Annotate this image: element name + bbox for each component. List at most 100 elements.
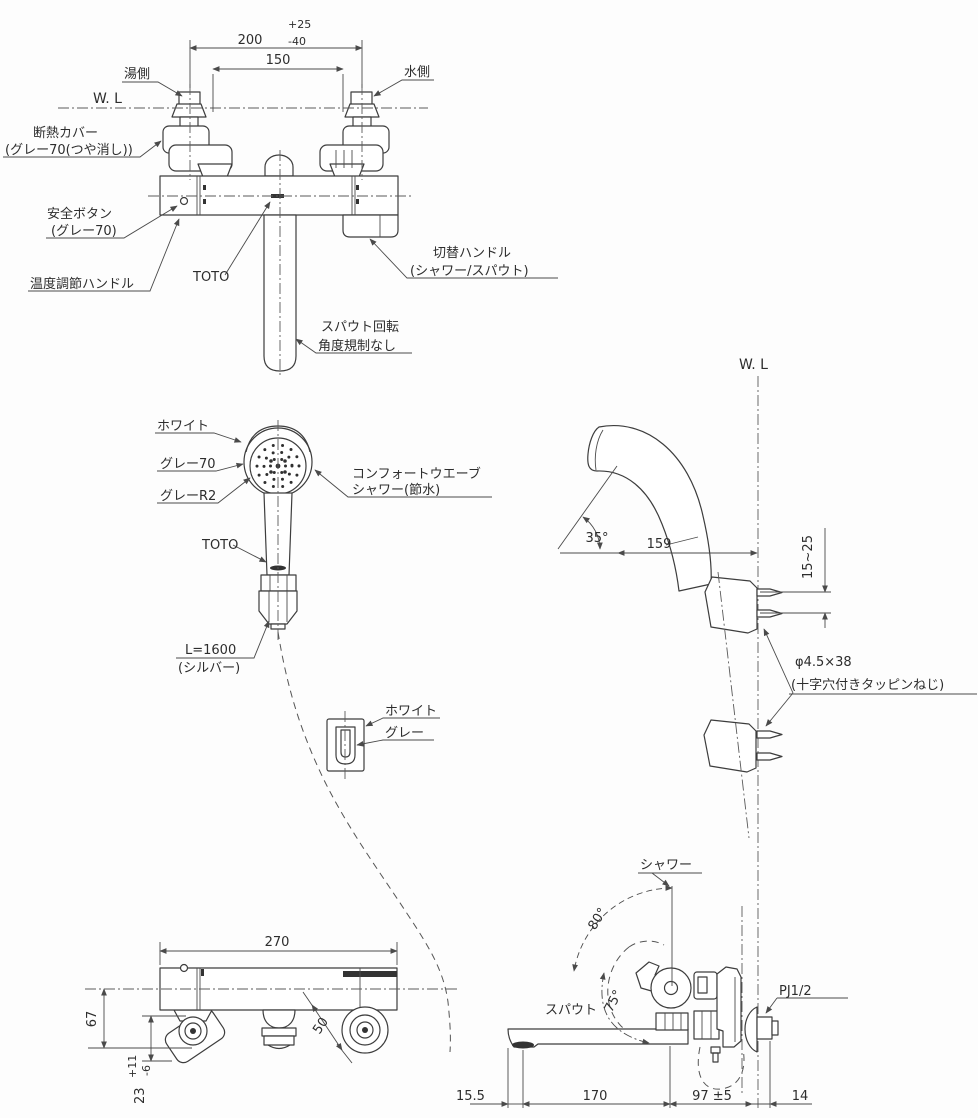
svg-text:80°: 80°: [586, 905, 611, 932]
svg-text:湯側: 湯側: [124, 67, 150, 82]
label-safety-button: 安全ボタン (グレー70): [46, 205, 178, 239]
dim-spout: 170: [583, 1089, 608, 1104]
svg-text:67: 67: [85, 1011, 100, 1028]
label-hanger-gray: グレー: [356, 726, 434, 747]
dim-depth-67: 67: [85, 988, 192, 1049]
svg-text:角度規制なし: 角度規制なし: [318, 338, 396, 354]
safety-button-top: [179, 963, 189, 973]
label-temp-handle: 温度調節ハンドル: [28, 218, 180, 292]
dim-angle-80: 80°: [572, 885, 673, 972]
svg-text:270: 270: [265, 935, 290, 950]
svg-text:23: 23: [133, 1087, 148, 1104]
svg-text:φ4.5×38: φ4.5×38: [795, 655, 852, 670]
svg-text:PJ1/2: PJ1/2: [779, 984, 812, 999]
safety-button: [179, 196, 189, 206]
dim-body-pitch-150: 150: [212, 53, 344, 112]
svg-text:グレー: グレー: [385, 726, 424, 741]
faucet-front-view: 200 +25 -40 150 W. L 湯側 水側 断熱カバー (グレー70(…: [3, 18, 558, 376]
label-head-gray70: グレー70: [157, 457, 244, 472]
label-shower-position: シャワー: [638, 858, 702, 887]
label-switch-handle: 切替ハンドル (シャワー/スパウト): [369, 238, 558, 279]
svg-text:断熱カバー: 断熱カバー: [33, 126, 98, 141]
hot-supply-bolt: [178, 91, 201, 106]
label-brand-front: TOTO: [192, 201, 271, 285]
svg-text:159: 159: [647, 537, 672, 552]
wall-elbow-upper: [704, 576, 758, 634]
spray-holes-inner: [269, 457, 287, 475]
svg-text:50: 50: [310, 1015, 332, 1037]
svg-text:グレーR2: グレーR2: [160, 489, 216, 504]
dim-pitch-200: 200 +25 -40: [189, 18, 363, 88]
svg-text:+11: +11: [126, 1055, 139, 1078]
svg-text:15~25: 15~25: [801, 535, 816, 579]
pivot: [650, 967, 692, 1009]
dim-pitch-tol-minus: -40: [288, 35, 306, 48]
shower-head-side: [587, 425, 712, 592]
svg-text:75°: 75°: [602, 988, 626, 1015]
svg-text:水側: 水側: [404, 65, 430, 80]
dim-pitch-value: 200: [238, 33, 263, 48]
switch-handle-top: [343, 971, 397, 977]
label-thread: PJ1/2: [765, 984, 848, 1014]
label-cold-side: 水側: [373, 65, 434, 97]
svg-text:温度調節ハンドル: 温度調節ハンドル: [30, 276, 134, 292]
dim-wall: 14: [792, 1089, 809, 1104]
label-insulation-cover: 断熱カバー (グレー70(つや消し)): [3, 126, 162, 158]
tapping-screw: [756, 730, 783, 739]
svg-text:切替ハンドル: 切替ハンドル: [433, 246, 511, 261]
tapping-screw: [756, 752, 783, 761]
dim-bottom-row: 15.5 170 97 ±5 14: [456, 1041, 812, 1108]
spray-holes-mid: [262, 450, 294, 482]
spray-holes-outer: [255, 443, 301, 489]
svg-text:-6: -6: [140, 1065, 153, 1076]
switch-handle: [342, 214, 399, 238]
svg-text:(十字穴付きタッピンねじ): (十字穴付きタッピンねじ): [791, 678, 944, 693]
faucet-top-view: 270 67 50 23 +11 -6: [85, 935, 460, 1104]
shower-hanger-view: ホワイト グレー: [326, 704, 440, 780]
svg-text:TOTO: TOTO: [201, 538, 238, 553]
cold-supply-bolt: [350, 91, 373, 106]
shower-head-front-view: ホワイト グレー70 グレーR2 コンフォートウエーブ シャワー(節水) TOT…: [155, 419, 492, 1053]
label-comfort-wave: コンフォートウエーブ シャワー(節水): [314, 466, 492, 498]
svg-text:TOTO: TOTO: [192, 270, 229, 285]
water-line-label: W. L: [93, 91, 122, 107]
dim-angle-35: 35°: [557, 465, 618, 550]
dim-width-270: 270: [159, 935, 398, 965]
label-brand-handle: TOTO: [201, 538, 267, 563]
svg-text:シャワー: シャワー: [640, 858, 692, 873]
svg-text:(グレー70): (グレー70): [51, 224, 117, 239]
svg-text:ホワイト: ホワイト: [157, 419, 209, 434]
spout-top: [262, 1009, 296, 1029]
hose-loop-ghost: [697, 1046, 745, 1090]
dim-pitch-tol-plus: +25: [288, 18, 311, 31]
thread-nipple: [756, 1016, 773, 1040]
label-hanger-white: ホワイト: [365, 704, 440, 727]
label-spout-rotation: スパウト回転 角度規制なし: [295, 320, 412, 354]
svg-text:(シャワー/スパウト): (シャワー/スパウト): [410, 264, 529, 279]
label-head-grayR2: グレーR2: [157, 477, 251, 504]
water-line-label-right: W. L: [739, 357, 768, 373]
svg-text:シャワー(節水): シャワー(節水): [352, 483, 440, 498]
tapping-screw: [756, 588, 783, 597]
tapping-screw: [756, 609, 783, 618]
svg-text:ホワイト: ホワイト: [385, 704, 437, 719]
dim-tip: 15.5: [456, 1089, 485, 1104]
shower-hose: [277, 631, 451, 1053]
label-spout-position: スパウト: [545, 1003, 597, 1018]
wall-bracket: [716, 966, 742, 1048]
dim-leg-23: 23 +11 -6: [126, 1015, 186, 1104]
svg-text:グレー70: グレー70: [160, 457, 216, 472]
dim-screw-pitch: 15~25: [760, 528, 831, 628]
label-head-white: ホワイト: [155, 419, 242, 443]
svg-text:スパウト回転: スパウト回転: [321, 320, 399, 335]
label-tapping-screw: φ4.5×38 (十字穴付きタッピンねじ): [763, 628, 977, 727]
dim-body: 97 ±5: [692, 1089, 732, 1104]
label-hose-length: L=1600 (シルバー): [176, 620, 270, 676]
svg-text:(グレー70(つや消し)): (グレー70(つや消し)): [5, 143, 133, 158]
svg-text:35°: 35°: [585, 531, 608, 546]
dim-reach-159: 159: [560, 537, 758, 556]
svg-text:L=1600: L=1600: [185, 643, 236, 658]
spout-outlet: [512, 1041, 534, 1049]
label-hot-side: 湯側: [122, 67, 183, 97]
